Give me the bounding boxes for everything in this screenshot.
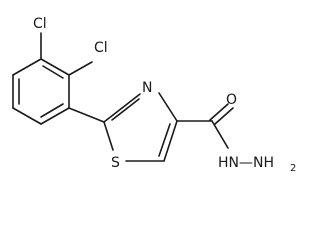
- bond-c2-cl: [68, 61, 93, 76]
- structure-diagram: Cl Cl N S O HN—NH 2: [12, 16, 296, 174]
- bond-aryl-thiazole: [68, 107, 105, 123]
- benzene-ring: [12, 58, 70, 125]
- bond-carbonyl-o-2: [214, 107, 234, 125]
- atom-o-carbonyl: O: [226, 92, 237, 108]
- bond-c4-c5: [163, 120, 178, 162]
- atom-cl-top: Cl: [33, 16, 47, 32]
- double-bond-inner-1: [42, 65, 64, 79]
- bond-c4-c5-inner: [158, 123, 171, 157]
- atom-n-ring: N: [142, 80, 152, 96]
- bond-c4-c5: [12, 107, 42, 125]
- double-bond-inner-2: [40, 103, 64, 118]
- bond-c6-c1: [12, 58, 42, 76]
- bond-s1-c2: [103, 121, 114, 151]
- bond-n3-c4: [158, 92, 178, 122]
- thiazole-ring: [103, 92, 178, 162]
- bond-c2-n3-inner: [111, 98, 140, 121]
- bond-carbonyl-n: [211, 120, 229, 149]
- hydrazide-hn-label: HN—NH: [218, 155, 274, 171]
- bond-carbonyl-o-1: [209, 103, 229, 121]
- hydrazide-subscript: 2: [290, 163, 296, 174]
- atom-s-ring: S: [111, 155, 120, 171]
- bond-c3-c4: [40, 107, 70, 125]
- bond-c2-n3-double: [103, 93, 141, 123]
- atom-cl-right: Cl: [94, 40, 108, 56]
- bond-c1-c2: [40, 58, 70, 76]
